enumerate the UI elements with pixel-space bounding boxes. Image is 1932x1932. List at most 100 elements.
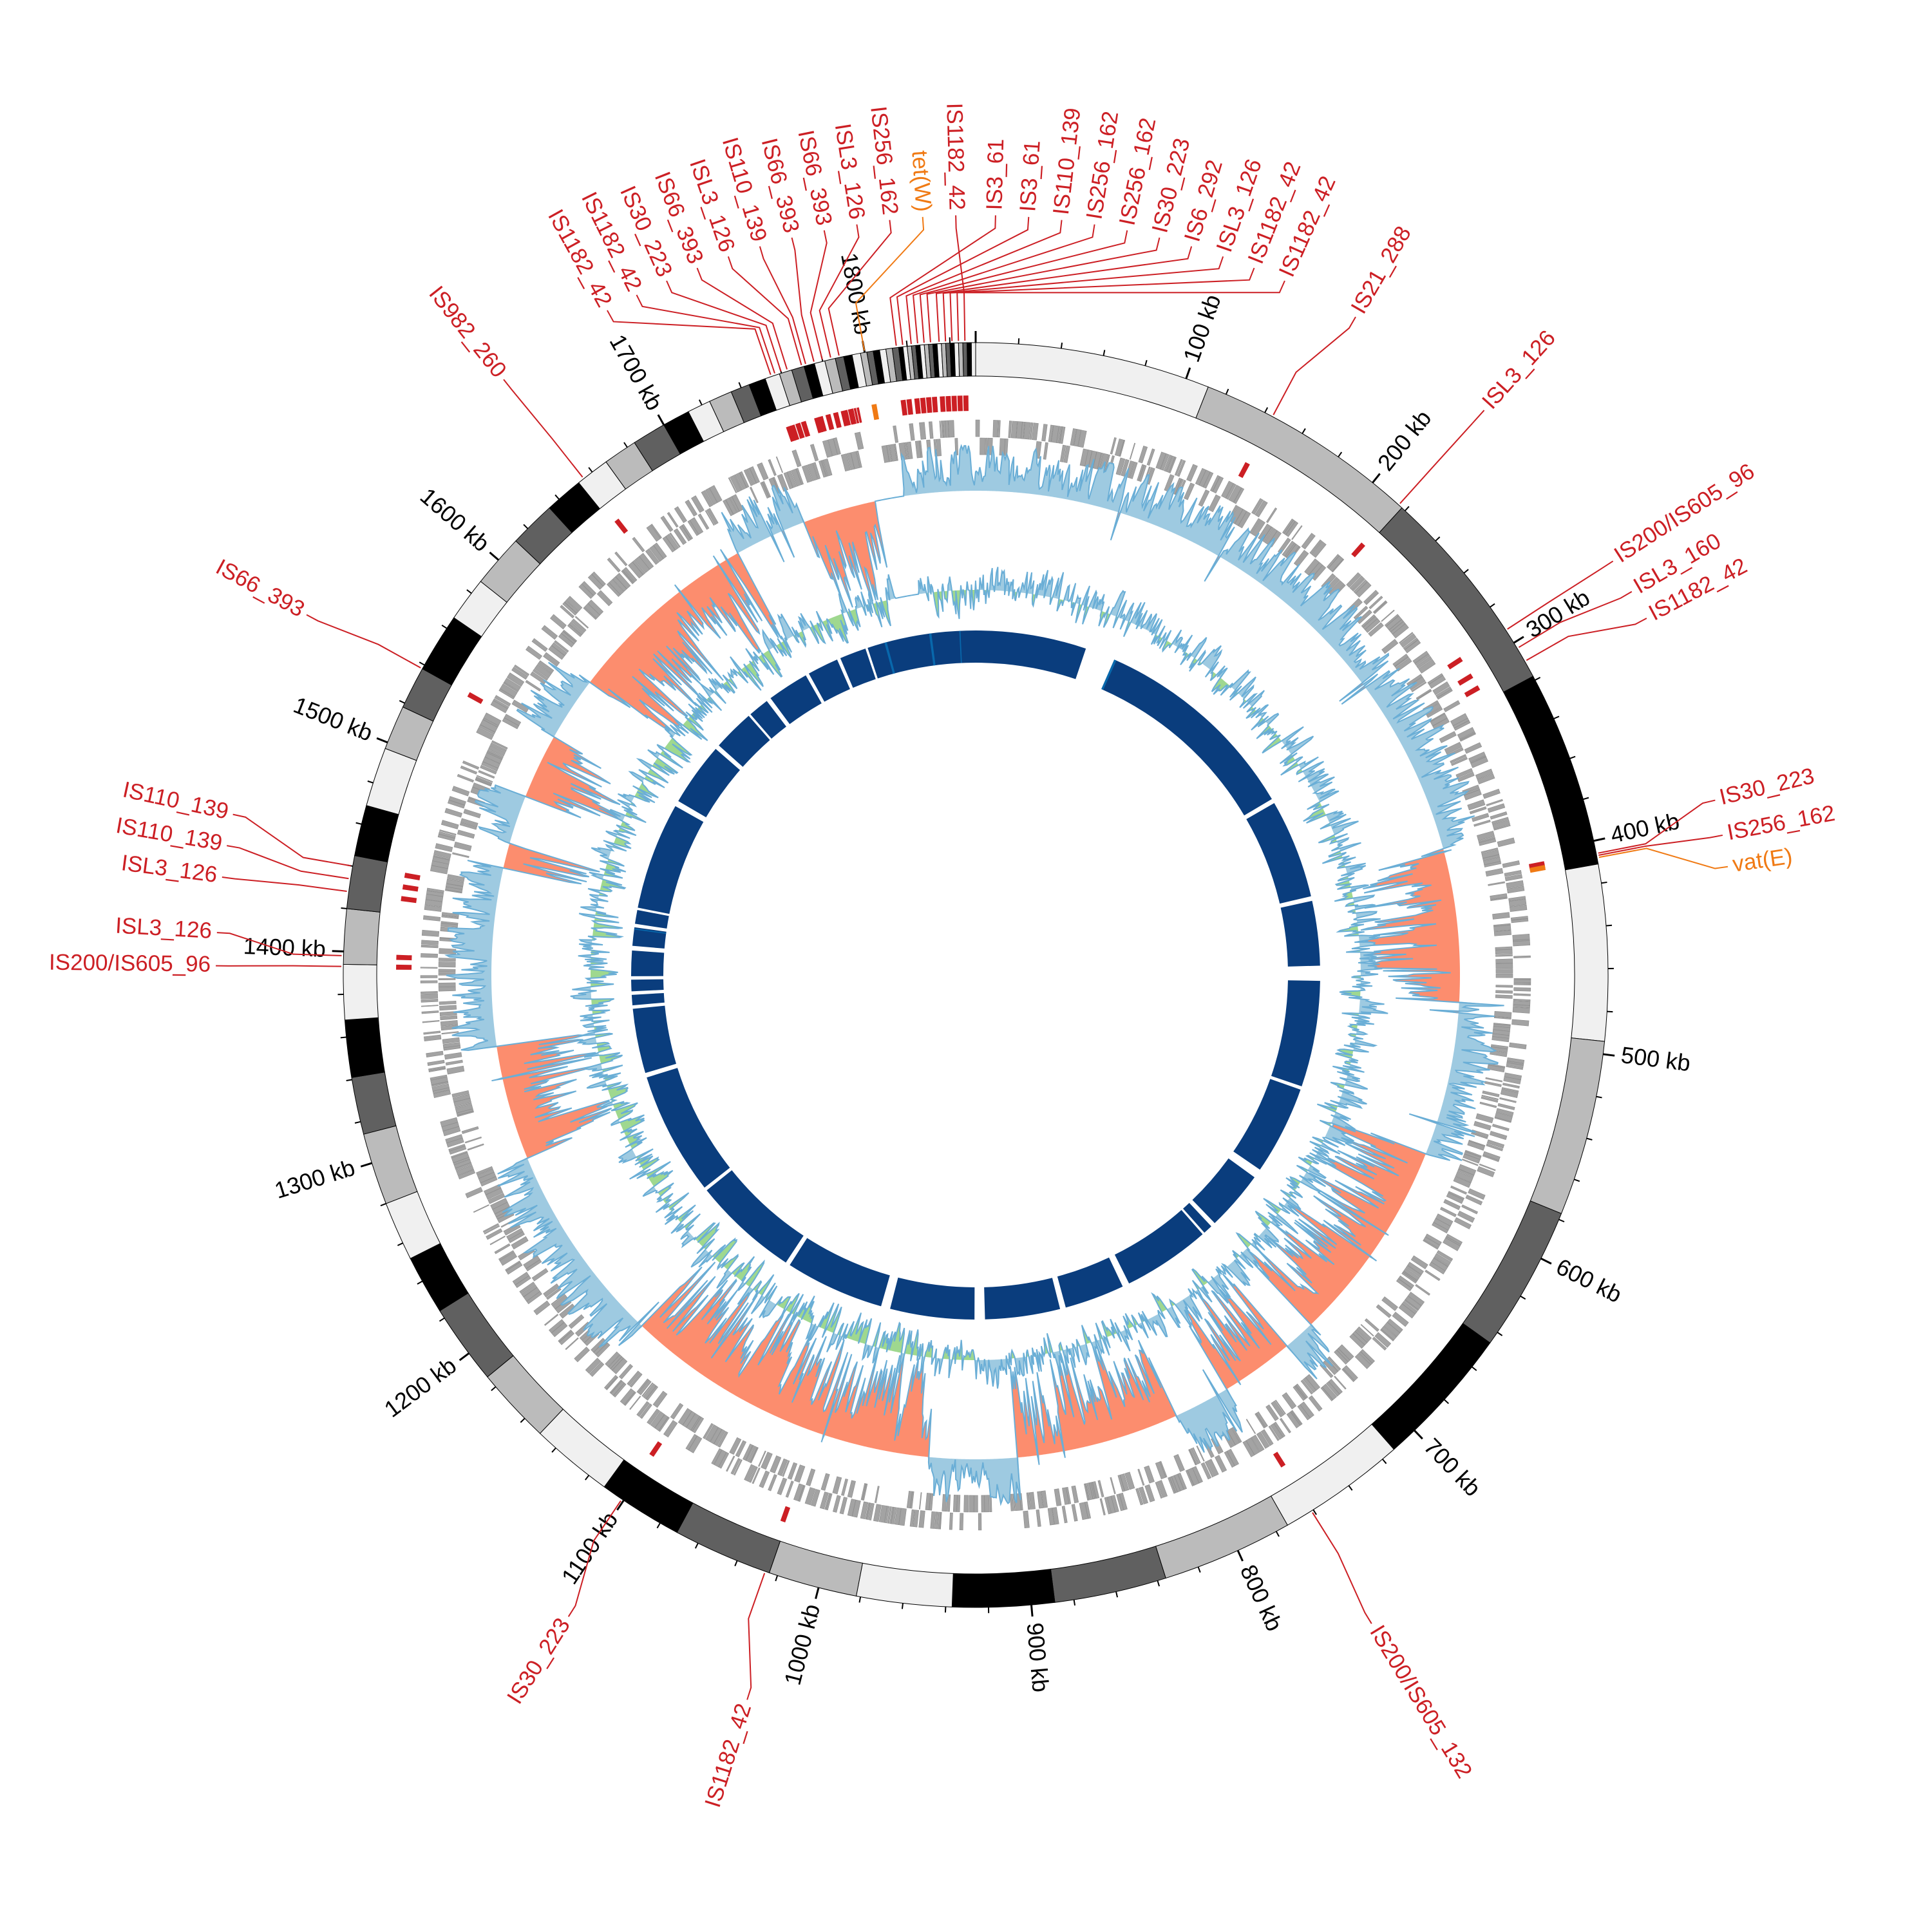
gene-feature [426, 1050, 444, 1057]
inner-block [1057, 1257, 1123, 1308]
gene-feature [574, 1347, 590, 1363]
gene-feature [1450, 754, 1467, 764]
gene-feature [446, 878, 464, 887]
gene-feature [1513, 998, 1531, 1002]
gene-feature [1457, 1210, 1475, 1223]
gene-feature [423, 915, 441, 922]
is-marker [840, 410, 849, 427]
gene-feature [989, 1495, 992, 1513]
gene-feature [1440, 1207, 1457, 1218]
gene-feature [1279, 1417, 1291, 1434]
minor-tick [1157, 1580, 1160, 1587]
gene-feature [1478, 837, 1495, 843]
gene-feature [1052, 1507, 1059, 1525]
annotation-connector [828, 220, 892, 356]
gene-feature [894, 443, 898, 461]
gene-feature [761, 1452, 773, 1470]
is-marker [945, 395, 952, 412]
gene-feature [421, 993, 439, 999]
inner-block-track [631, 630, 1320, 1320]
gene-feature [611, 1380, 625, 1396]
gene-feature [451, 786, 470, 797]
gene-feature [1302, 1377, 1317, 1393]
gene-feature [1388, 619, 1404, 632]
is-marker [853, 408, 860, 424]
gene-feature [1513, 940, 1531, 947]
gene-feature [427, 1059, 445, 1066]
gene-feature [1513, 979, 1531, 983]
gene-feature [1311, 541, 1327, 558]
gene-feature [523, 1287, 541, 1302]
gene-feature [1137, 1468, 1145, 1486]
tick-label: 1200 kb [379, 1352, 461, 1422]
insertion-sequence-label: IS66_393 [212, 554, 308, 622]
gene-feature [445, 1059, 463, 1066]
minor-tick [355, 822, 362, 825]
gene-feature [485, 1188, 504, 1200]
gene-feature [1448, 1191, 1464, 1200]
gene-feature [1285, 521, 1299, 537]
gene-feature [609, 1379, 622, 1394]
contig-segment [975, 342, 1209, 419]
gene-feature [480, 764, 497, 775]
gene-feature [739, 471, 750, 488]
gene-feature [1481, 849, 1500, 859]
minor-tick [1144, 360, 1148, 366]
annotation-connector [919, 230, 1128, 343]
gene-feature [910, 1491, 914, 1509]
is-marker [951, 395, 958, 412]
gene-feature [558, 1329, 573, 1343]
gene-feature [484, 1184, 502, 1195]
minor-tick [656, 1522, 661, 1529]
gene-feature [1047, 1508, 1055, 1526]
gene-feature [749, 466, 760, 484]
gene-feature [1188, 1449, 1197, 1466]
contig-segment [539, 1408, 625, 1488]
gene-feature [451, 1151, 468, 1159]
gene-feature [464, 1136, 482, 1144]
gene-feature [653, 542, 667, 559]
gene-feature [1416, 688, 1432, 700]
gene-feature [476, 727, 495, 740]
inner-block-alt [884, 642, 895, 674]
gene-feature [677, 1408, 692, 1426]
gene-feature [906, 1491, 913, 1509]
gene-feature [1079, 1502, 1088, 1520]
gene-feature [440, 921, 459, 925]
insertion-sequence-label: IS200/IS605_96 [49, 950, 211, 977]
gene-feature [1471, 1132, 1488, 1139]
gene-feature [439, 1005, 457, 1011]
minor-tick [1586, 1137, 1593, 1141]
gene-feature [1403, 1267, 1420, 1281]
gene-feature [887, 1506, 892, 1524]
is-marker-track [396, 395, 1546, 1522]
gene-feature [1493, 930, 1511, 936]
gene-feature [909, 423, 915, 441]
is-marker [963, 395, 969, 412]
gene-feature [447, 874, 465, 882]
gene-feature [456, 1164, 474, 1176]
gene-feature [441, 915, 459, 920]
gene-feature [1208, 494, 1221, 513]
minor-tick [466, 589, 472, 594]
gene-feature [1077, 430, 1087, 448]
gene-feature [1392, 623, 1409, 639]
gene-feature [745, 1444, 755, 1462]
gene-feature [934, 1511, 939, 1530]
gene-feature [945, 420, 949, 438]
gene-feature [1352, 578, 1365, 592]
gene-feature [1481, 848, 1499, 853]
gene-feature [919, 422, 927, 440]
gene-feature [935, 439, 942, 457]
gene-feature [534, 664, 552, 679]
gene-feature [1469, 806, 1487, 815]
insertion-sequence-label: IS1182_42 [700, 1700, 756, 1810]
gene-feature [1463, 1153, 1481, 1164]
major-tick [1236, 1550, 1244, 1562]
is-marker [1447, 656, 1463, 670]
annotation-connector [1273, 316, 1356, 415]
insertion-sequence-label: IS30_223 [1717, 763, 1817, 810]
gene-feature [881, 445, 890, 463]
gene-feature [1368, 596, 1383, 609]
gene-feature [1099, 1498, 1106, 1516]
